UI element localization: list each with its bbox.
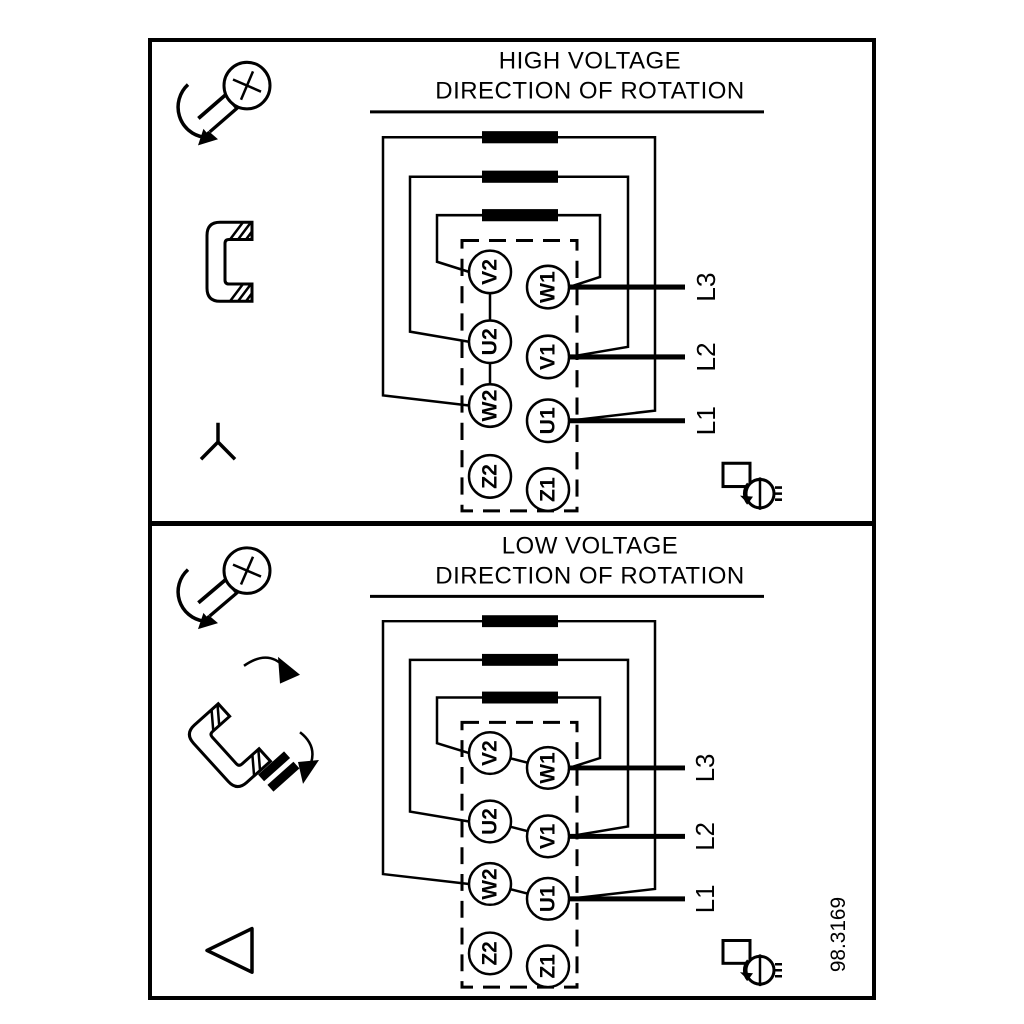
supply-lines: L3 L2 L1 bbox=[569, 272, 721, 435]
svg-text:V2: V2 bbox=[478, 740, 501, 765]
rotation-direction-icon bbox=[721, 939, 782, 987]
svg-text:Z1: Z1 bbox=[536, 954, 559, 979]
terminal-V1: V1 bbox=[525, 334, 571, 380]
svg-text:V1: V1 bbox=[537, 344, 560, 370]
svg-text:Z2: Z2 bbox=[478, 941, 501, 965]
terminal-V2: V2 bbox=[467, 731, 513, 776]
terminal-box bbox=[460, 238, 579, 513]
terminal-box bbox=[460, 720, 579, 989]
star-connection-symbol bbox=[199, 422, 237, 461]
panel-title: LOW VOLTAGE bbox=[502, 533, 679, 560]
terminal-Z1: Z1 bbox=[525, 944, 571, 989]
delta-connection-symbol bbox=[205, 926, 254, 974]
terminal-Z1: Z1 bbox=[525, 467, 571, 513]
supply-label-L1: L1 bbox=[692, 885, 720, 914]
svg-text:W2: W2 bbox=[478, 868, 501, 899]
panel-title: HIGH VOLTAGE bbox=[499, 47, 681, 74]
terminal-U2: U2 bbox=[467, 319, 513, 365]
terminal-jumper-icon bbox=[205, 220, 254, 303]
supply-label-L3: L3 bbox=[692, 754, 720, 783]
svg-text:Z2: Z2 bbox=[479, 464, 502, 489]
panel-subtitle: DIRECTION OF ROTATION bbox=[435, 563, 744, 590]
terminal-block: V2 U2 W2 Z2 W1 V1 U1 Z1 bbox=[467, 249, 571, 513]
low-voltage-panel: LOW VOLTAGE DIRECTION OF ROTATION L3 L2 … bbox=[176, 533, 850, 989]
terminal-W1: W1 bbox=[525, 264, 571, 310]
supply-label-L2: L2 bbox=[692, 822, 720, 851]
jumper-reposition-icon bbox=[187, 656, 319, 792]
high-voltage-panel: HIGH VOLTAGE DIRECTION OF ROTATION L3 L2… bbox=[176, 47, 782, 513]
svg-text:U2: U2 bbox=[478, 808, 501, 835]
terminal-W2: W2 bbox=[467, 383, 513, 429]
svg-text:W1: W1 bbox=[536, 752, 559, 784]
supply-lines: L3 L2 L1 bbox=[569, 754, 720, 914]
supply-label-L2: L2 bbox=[691, 342, 721, 371]
terminal-U1: U1 bbox=[525, 398, 571, 444]
terminal-Z2: Z2 bbox=[467, 931, 513, 976]
supply-label-L3: L3 bbox=[691, 272, 721, 301]
terminal-W1: W1 bbox=[525, 745, 571, 791]
winding-bars bbox=[482, 131, 558, 222]
panel-subtitle: DIRECTION OF ROTATION bbox=[435, 78, 744, 105]
winding-bar bbox=[482, 131, 558, 144]
winding-bars bbox=[482, 615, 558, 704]
svg-text:W2: W2 bbox=[479, 390, 502, 422]
supply-label-L1: L1 bbox=[691, 406, 721, 435]
svg-text:Z1: Z1 bbox=[537, 477, 560, 502]
winding-bar bbox=[482, 691, 558, 704]
terminal-block: V2 U2 W2 Z2 W1 V1 U1 Z1 bbox=[467, 731, 571, 989]
terminal-Z2: Z2 bbox=[467, 453, 513, 499]
svg-text:U1: U1 bbox=[537, 407, 560, 434]
screw-torque-icon bbox=[176, 60, 272, 146]
svg-text:V1: V1 bbox=[536, 823, 559, 849]
winding-bar bbox=[482, 209, 558, 222]
svg-text:U1: U1 bbox=[536, 885, 559, 912]
terminal-W2: W2 bbox=[467, 861, 513, 907]
rotation-direction-icon bbox=[721, 461, 782, 510]
terminal-U1: U1 bbox=[525, 876, 571, 921]
svg-text:W1: W1 bbox=[537, 271, 560, 303]
terminal-U2: U2 bbox=[467, 799, 513, 844]
winding-bar bbox=[482, 653, 558, 666]
terminal-V2: V2 bbox=[467, 249, 513, 295]
svg-text:V2: V2 bbox=[479, 259, 502, 285]
terminal-V1: V1 bbox=[525, 814, 571, 859]
winding-bar bbox=[482, 615, 558, 628]
panel-divider bbox=[148, 521, 876, 526]
svg-text:U2: U2 bbox=[479, 328, 502, 355]
drawing-number: 98.3169 bbox=[827, 897, 850, 972]
screw-torque-icon bbox=[176, 546, 272, 630]
winding-bar bbox=[482, 170, 558, 183]
